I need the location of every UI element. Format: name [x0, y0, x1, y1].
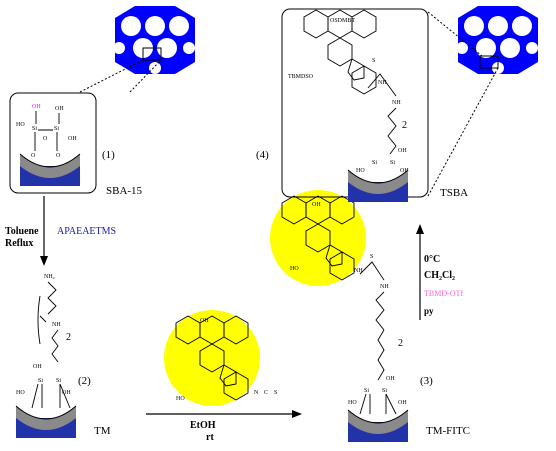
svg-text:HO: HO: [290, 266, 299, 272]
svg-text:OH: OH: [68, 136, 77, 142]
svg-text:N: N: [254, 390, 259, 396]
svg-text:OH: OH: [398, 400, 407, 406]
reagent-tbmd-otf: TBMD-OTf: [424, 289, 463, 298]
condition-reflux: Reflux: [5, 238, 33, 249]
svg-text:OSDMBT: OSDMBT: [330, 18, 355, 24]
step-1-label: (1): [102, 149, 115, 161]
svg-text:HO: HO: [348, 400, 357, 406]
tsba-zoom-box: OSDMBT TBMDSO NH S NH 2 Si Si OH HO OH: [281, 8, 429, 203]
svg-text:O: O: [31, 153, 36, 159]
svg-text:NH: NH: [392, 100, 401, 106]
sba15-zoom-box: OH OH HO Si Si O OH O O: [9, 92, 97, 194]
svg-text:2: 2: [402, 120, 407, 131]
svg-text:OH: OH: [400, 168, 409, 174]
solvent-toluene: Toluene: [5, 226, 39, 237]
reagent-py: py: [424, 306, 434, 316]
sba15-label: SBA-15: [106, 185, 143, 197]
svg-text:Si: Si: [372, 160, 377, 166]
svg-text:S: S: [274, 390, 277, 396]
step-4-label: (4): [256, 149, 269, 161]
tm-structure: NH₂ NH 2 OH Si Si HO OH: [15, 274, 77, 439]
svg-text:C: C: [264, 390, 268, 396]
svg-text:S: S: [370, 254, 373, 260]
svg-text:Si: Si: [364, 388, 369, 394]
svg-text:Si: Si: [390, 160, 395, 166]
svg-text:NH: NH: [52, 322, 61, 328]
step-2-label: (2): [78, 375, 91, 387]
chain-index: 2: [66, 332, 71, 343]
fitc-reagent: OH HO N C S: [164, 310, 277, 406]
tm-label: TM: [94, 425, 111, 437]
svg-text:OH: OH: [312, 202, 321, 208]
svg-text:Si: Si: [32, 126, 37, 132]
svg-text:HO: HO: [176, 396, 185, 402]
condition-temperature: 0°C: [424, 254, 440, 265]
svg-text:O: O: [43, 136, 48, 142]
svg-text:OH: OH: [33, 364, 42, 370]
silanol-oh-highlighted: OH: [32, 104, 41, 110]
svg-text:Si: Si: [54, 126, 59, 132]
svg-text:O: O: [56, 153, 61, 159]
svg-text:NH₂: NH₂: [44, 274, 55, 280]
svg-text:2: 2: [398, 338, 403, 349]
svg-text:OH: OH: [62, 390, 71, 396]
tsba-pore-structure: [456, 6, 538, 74]
svg-text:OH: OH: [398, 148, 407, 154]
sba15-pore-structure: [113, 6, 195, 74]
svg-text:S: S: [372, 58, 375, 64]
svg-text:NH: NH: [354, 268, 363, 274]
svg-text:TBMDSO: TBMDSO: [288, 74, 314, 80]
svg-text:NH: NH: [380, 284, 389, 290]
svg-text:HO: HO: [16, 390, 25, 396]
svg-text:Si: Si: [56, 378, 61, 384]
svg-text:HO: HO: [16, 122, 25, 128]
svg-text:NH: NH: [378, 80, 387, 86]
svg-text:Si: Si: [38, 378, 43, 384]
solvent-etoh: EtOH: [190, 420, 216, 431]
tm-fitc-structure: OH HO NH S NH 2 Si Si OH HO OH: [270, 190, 409, 443]
step-3-label: (3): [420, 375, 433, 387]
solvent-ch2cl2: CH₂Cl₂: [424, 270, 455, 281]
svg-text:OH: OH: [386, 376, 395, 382]
svg-text:Si: Si: [382, 388, 387, 394]
svg-text:HO: HO: [356, 168, 365, 174]
condition-rt: rt: [206, 432, 214, 443]
svg-text:OH: OH: [55, 106, 64, 112]
svg-text:OH: OH: [200, 318, 209, 324]
tm-fitc-label: TM-FITC: [426, 425, 470, 437]
reagent-apaeaetms: APAEAETMS: [57, 226, 116, 237]
tsba-label: TSBA: [440, 187, 468, 199]
